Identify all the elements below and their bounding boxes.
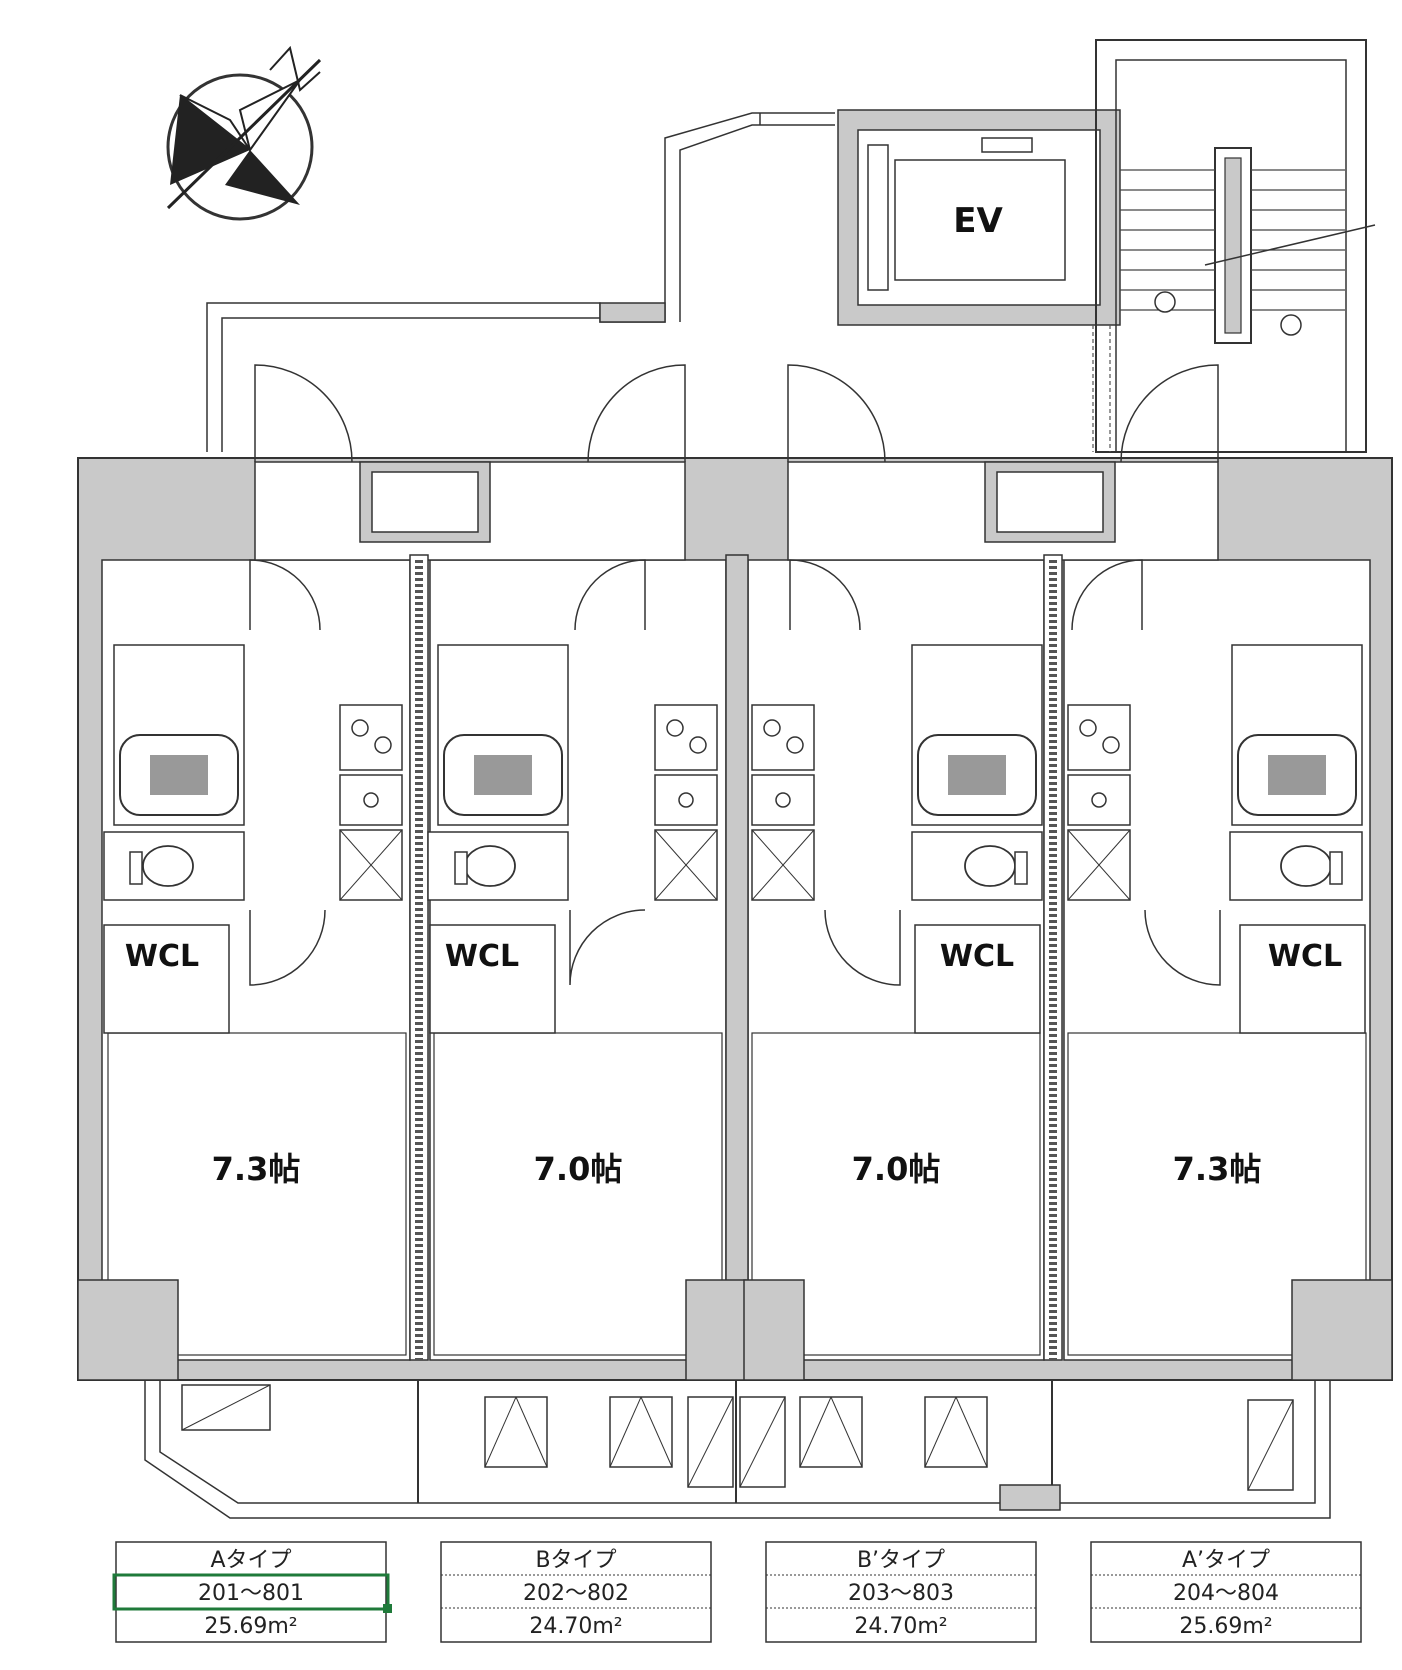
unit-a-prime-area: 25.69m² [1179,1614,1272,1639]
unit-a-area: 25.69m² [204,1614,297,1639]
door-swing-icon [249,364,1221,986]
common-corridor [206,112,835,452]
unit-b-prime-type: B’タイプ [857,1548,945,1573]
toilet-icon [103,831,1363,901]
unit-b-type: Bタイプ [535,1548,616,1573]
unit-a-rooms: 201～801 [198,1581,304,1606]
unit-table-b-prime: B’タイプ 203～803 24.70m² [765,1541,1037,1643]
unit-b-room-size: 7.0帖 [534,1150,623,1188]
unit-b-prime-rooms: 203～803 [848,1581,954,1606]
compass-icon [166,45,322,221]
unit-table-a-prime: A’タイプ 204～804 25.69m² [1090,1541,1362,1643]
unit-b-prime-area: 24.70m² [854,1614,947,1639]
unit-table-a: Aタイプ 201～801 25.69m² [112,1541,392,1643]
unit-a-prime-type: A’タイプ [1182,1548,1270,1573]
unit-b-wcl-label: WCL [445,939,519,974]
party-wall-hatch [415,560,1057,1360]
unit-a-wcl-label: WCL [125,939,199,974]
wcl-closets [103,924,1366,1034]
elevator-icon: EV [837,109,1121,326]
main-rooms [77,1032,1393,1381]
unit-a-prime-room-size: 7.3帖 [1173,1150,1262,1188]
balcony [144,1380,1331,1519]
bathtub-icon [113,644,1363,826]
unit-b-area: 24.70m² [529,1614,622,1639]
sink-icon [339,774,1131,901]
unit-b-rooms: 202～802 [523,1581,629,1606]
unit-a-type: Aタイプ [210,1548,291,1573]
unit-a-prime-rooms: 204～804 [1173,1581,1279,1606]
unit-b-prime-room-size: 7.0帖 [852,1150,941,1188]
unit-b-prime-wcl-label: WCL [940,939,1014,974]
unit-a-prime-wcl-label: WCL [1268,939,1342,974]
unit-table-b: Bタイプ 202～802 24.70m² [440,1541,712,1643]
unit-a-room-size: 7.3帖 [212,1150,301,1188]
stove-icon [339,704,1131,771]
stairs-icon [1092,39,1376,453]
elevator-label: EV [953,201,1003,241]
